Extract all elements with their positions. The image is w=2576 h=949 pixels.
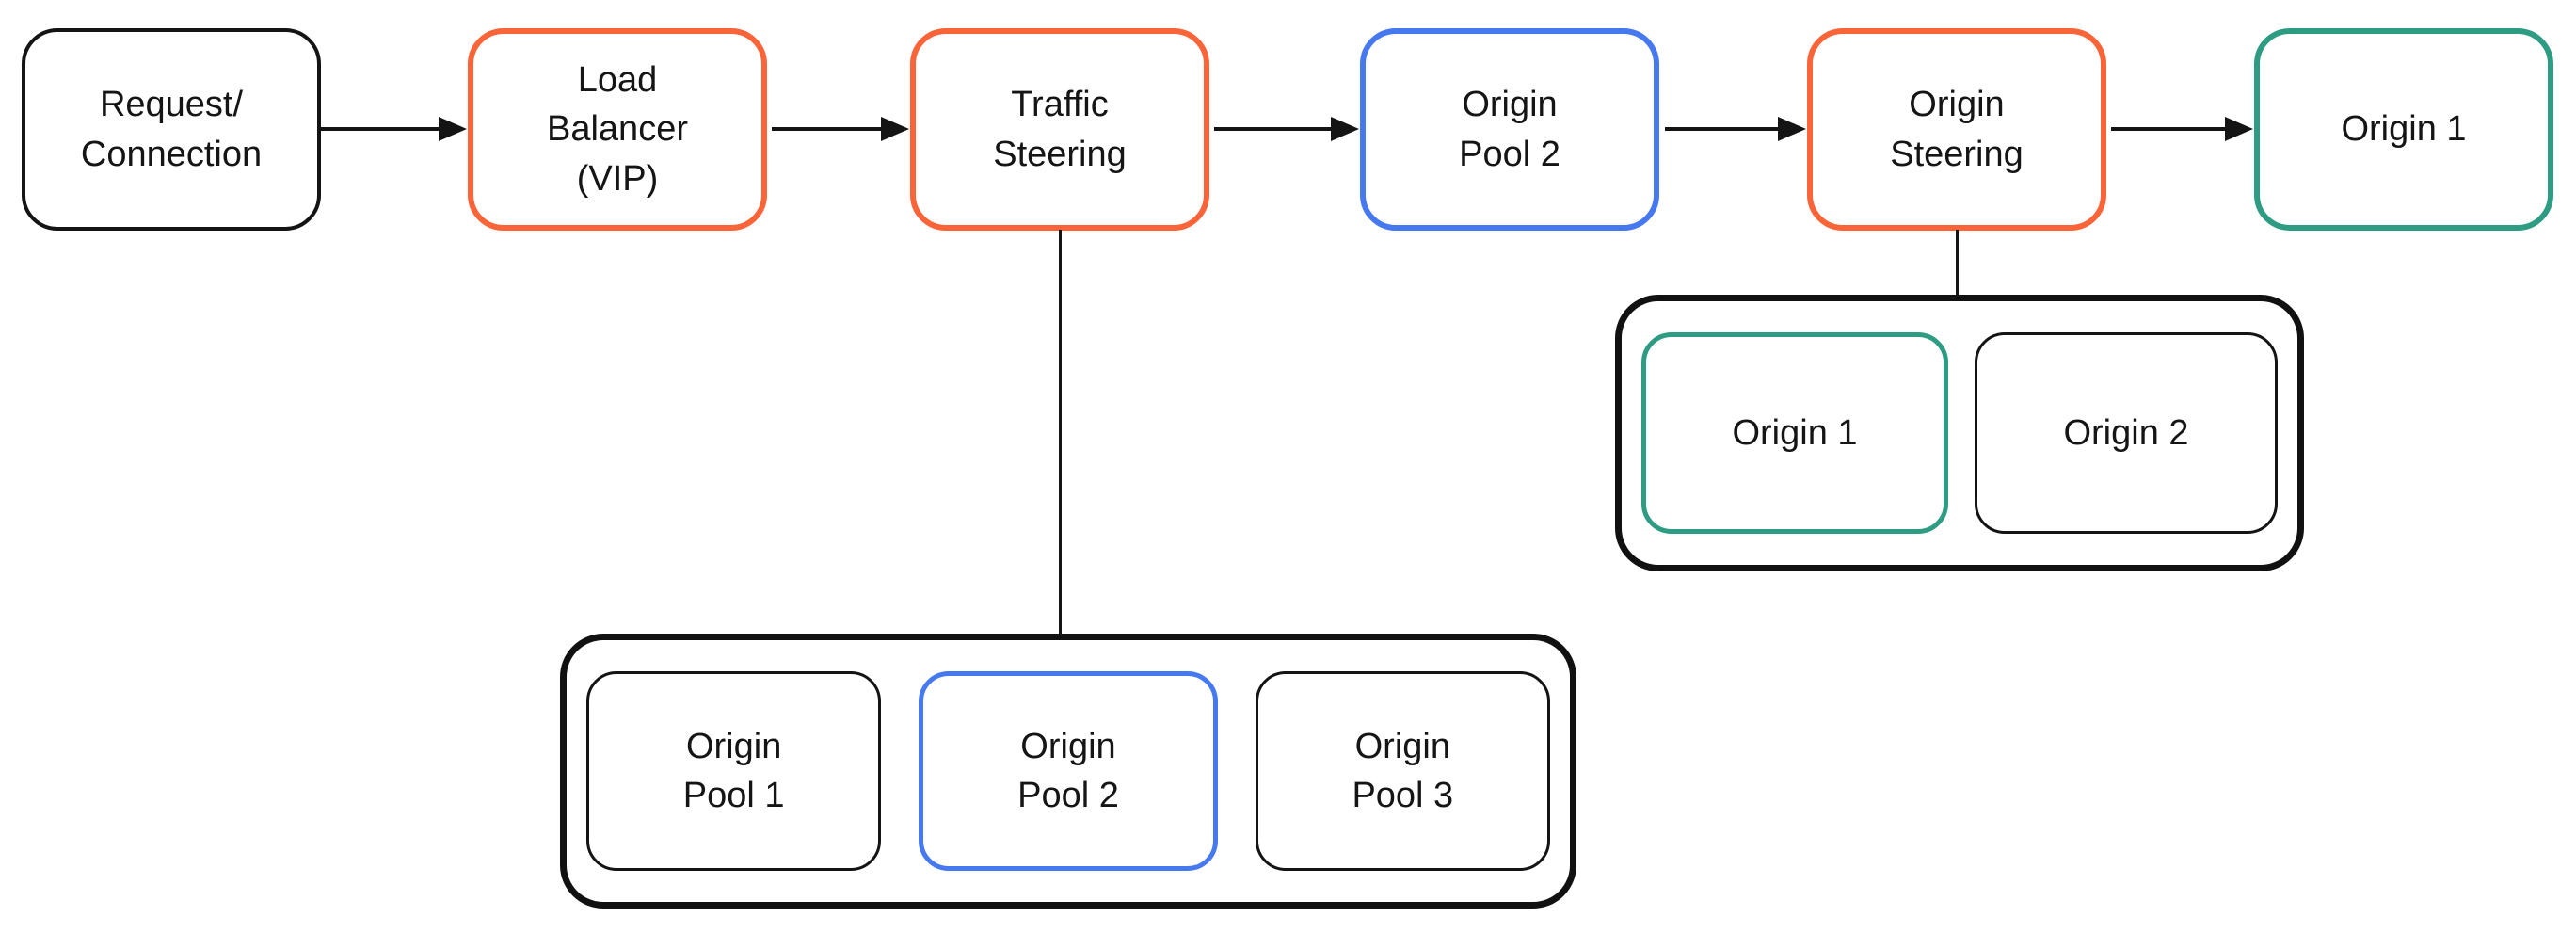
node-origin-pool-3: Origin Pool 3 [1255,671,1550,871]
node-origin-pool-1-label: Origin Pool 1 [682,726,785,815]
node-request-connection-label: Request/ Connection [80,85,263,174]
flow-arrow-2 [772,127,882,131]
node-origin-steering: Origin Steering [1807,28,2106,231]
node-traffic-steering: Traffic Steering [910,28,1209,231]
node-origin-pool-1: Origin Pool 1 [586,671,882,871]
node-traffic-steering-label: Traffic Steering [993,85,1127,174]
origin-pools-container: Origin Pool 1 Origin Pool 2 Origin Pool … [560,634,1576,909]
node-origin-pool-2-selected: Origin Pool 2 [1360,28,1659,231]
node-origin-pool-2-label: Origin Pool 2 [1459,85,1560,174]
flow-arrow-1 [321,127,440,131]
flow-arrow-5 [2111,127,2226,131]
node-load-balancer-vip: Load Balancer (VIP) [468,28,767,231]
node-origin-pool-2-in-group-label: Origin Pool 2 [1017,726,1119,815]
flow-arrow-3 [1214,127,1332,131]
node-origin-pool-2-in-group-selected: Origin Pool 2 [919,671,1218,871]
node-origin-1-in-group-selected: Origin 1 [1641,332,1948,534]
origins-container: Origin 1 Origin 2 [1615,295,2304,571]
flow-arrow-4 [1665,127,1779,131]
node-origin-2-label: Origin 2 [2063,412,2189,453]
connector-traffic-steering-to-pool-group [1059,230,1062,635]
node-origin-pool-3-label: Origin Pool 3 [1352,726,1454,815]
node-origin-1-selected: Origin 1 [2254,28,2553,231]
node-origin-1-label: Origin 1 [2341,109,2467,150]
connector-origin-steering-to-origin-group [1956,230,1959,296]
node-origin-steering-label: Origin Steering [1890,85,2024,174]
node-request-connection: Request/ Connection [22,28,321,231]
node-origin-1-in-group-label: Origin 1 [1732,412,1858,453]
node-load-balancer-vip-label: Load Balancer (VIP) [547,59,688,199]
node-origin-2: Origin 2 [1975,332,2278,534]
